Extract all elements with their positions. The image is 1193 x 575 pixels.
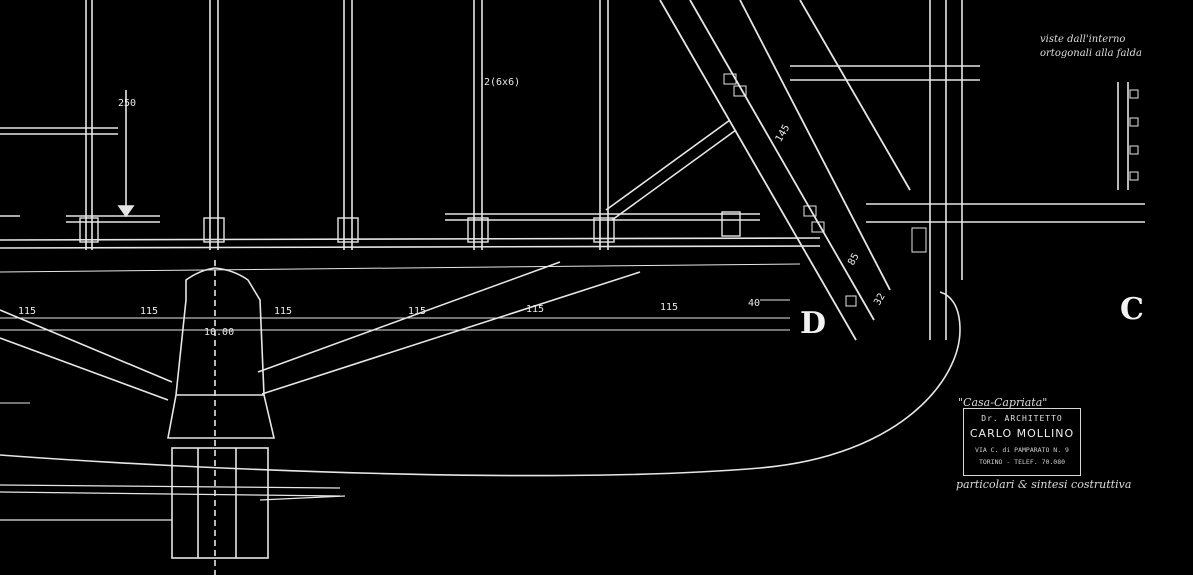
right-rails xyxy=(790,65,1145,223)
post-bases xyxy=(79,211,741,243)
base-curve xyxy=(0,291,961,477)
drawing-subtitle: particolari & sintesi costruttiva xyxy=(956,478,1132,491)
stamp-line: Dr. ARCHITETTO xyxy=(981,414,1063,423)
dimension-label: 115 xyxy=(408,306,427,317)
floor-beams xyxy=(0,127,821,249)
dimension-label: 115 xyxy=(18,306,37,317)
dimension-label: 2(6x6) xyxy=(484,77,521,88)
architect-stamp: Dr. ARCHITETTO CARLO MOLLINO VIA C. di P… xyxy=(963,408,1081,476)
section-mark-c: C xyxy=(1120,292,1144,327)
view-note-line2: ortogonali alla falda xyxy=(1040,48,1142,59)
dimension-label: 10.00 xyxy=(204,327,235,338)
section-mark-d: D xyxy=(800,306,827,341)
stamp-line: VIA C. di PAMPARATO N. 9 xyxy=(975,446,1069,454)
central-pier xyxy=(167,260,276,575)
drawing-title: "Casa-Capriata" xyxy=(958,396,1048,409)
rafters xyxy=(659,0,911,341)
load-arrow xyxy=(117,90,135,218)
stamp-line: CARLO MOLLINO xyxy=(969,427,1075,440)
stamp-line: TORINO - TELEF. 70.080 xyxy=(978,458,1066,466)
right-post xyxy=(929,0,963,340)
dimension-label: 250 xyxy=(118,98,137,109)
dimension-label: 115 xyxy=(526,304,545,315)
dimension-lines xyxy=(0,263,801,404)
dimension-label: 115 xyxy=(140,306,159,317)
joint-marks xyxy=(723,73,1139,307)
view-note-line1: viste dall'interno xyxy=(1040,34,1126,45)
lower-members xyxy=(0,484,346,521)
struts xyxy=(0,119,737,401)
dimension-label: 115 xyxy=(660,302,679,313)
dimension-label: 40 xyxy=(748,298,761,309)
vertical-posts xyxy=(85,0,609,250)
dimension-label: 115 xyxy=(274,306,293,317)
